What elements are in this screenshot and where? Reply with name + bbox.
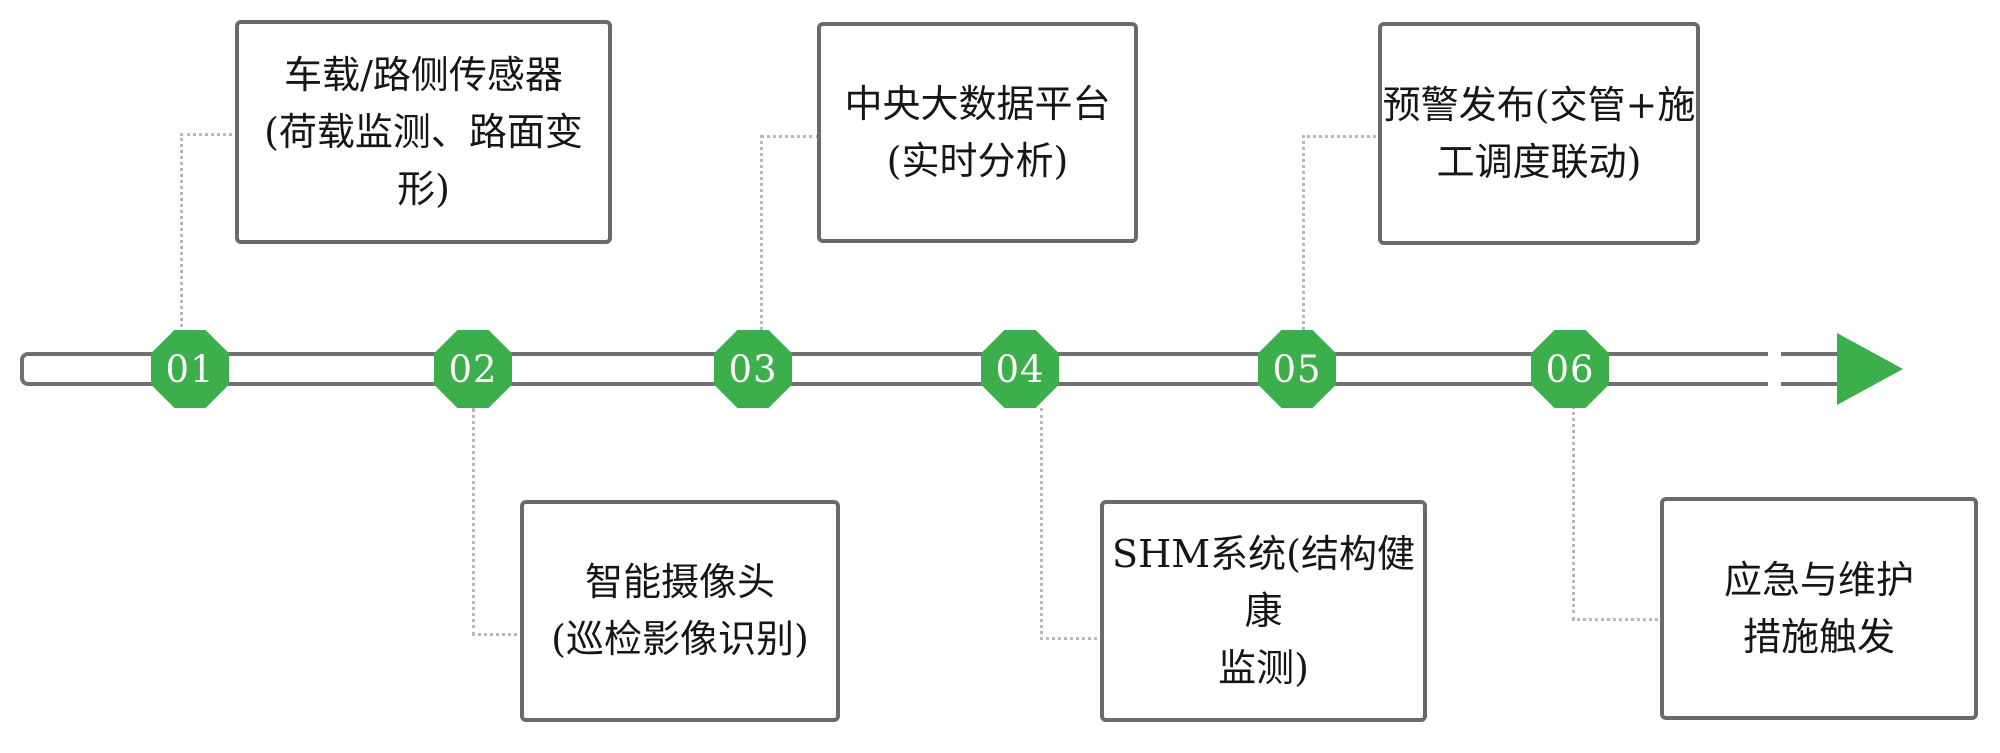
step-box-05-line-2: 工调度联动) (1436, 139, 1642, 184)
step-box-03-line-1: 中央大数据平台 (844, 81, 1111, 126)
step-box-06-line-2: 措施触发 (1742, 614, 1895, 659)
timeline-node-04: 04 (981, 330, 1059, 408)
step-box-04: SHM系统(结构健康 监测) (1100, 500, 1427, 722)
node-01-number: 01 (165, 347, 215, 391)
connector-step-02 (472, 408, 523, 636)
timeline-node-03: 03 (714, 330, 792, 408)
timeline-bar (20, 352, 1768, 386)
connector-step-06 (1572, 405, 1663, 621)
arrow-right-icon (1837, 333, 1903, 405)
step-box-01: 车载/路侧传感器 (荷载监测、路面变形) (235, 20, 612, 244)
timeline-node-05: 05 (1258, 330, 1336, 408)
step-box-04-line-2: 监测) (1218, 645, 1309, 690)
step-box-05-line-1: 预警发布(交管+施 (1382, 82, 1696, 127)
timeline-node-01: 01 (151, 330, 229, 408)
node-05-number: 05 (1272, 347, 1322, 391)
node-06-number: 06 (1545, 347, 1595, 391)
node-04-number: 04 (995, 347, 1045, 391)
step-box-04-line-1: SHM系统(结构健康 (1112, 531, 1415, 633)
step-box-03: 中央大数据平台 (实时分析) (817, 22, 1138, 243)
node-03-number: 03 (728, 347, 778, 391)
step-box-02-line-1: 智能摄像头 (584, 560, 775, 604)
timeline-node-02: 02 (434, 330, 512, 408)
step-box-01-line-1: 车载/路侧传感器 (284, 52, 563, 97)
connector-step-04 (1040, 408, 1103, 640)
timeline-node-06: 06 (1531, 330, 1609, 408)
connector-step-03 (760, 135, 820, 330)
connector-step-01 (180, 133, 238, 333)
step-box-01-line-2: (荷载监测、路面变形) (264, 109, 583, 211)
step-box-02-line-2: (巡检影像识别) (551, 617, 809, 661)
step-box-03-line-2: (实时分析) (886, 138, 1069, 183)
step-box-06: 应急与维护 措施触发 (1660, 497, 1978, 720)
node-02-number: 02 (448, 347, 498, 391)
step-box-06-line-1: 应急与维护 (1723, 557, 1914, 602)
connector-step-05 (1302, 135, 1381, 330)
step-box-05: 预警发布(交管+施 工调度联动) (1378, 22, 1700, 245)
step-box-02: 智能摄像头 (巡检影像识别) (520, 500, 840, 722)
timeline-bar-end-segment (1781, 352, 1839, 386)
